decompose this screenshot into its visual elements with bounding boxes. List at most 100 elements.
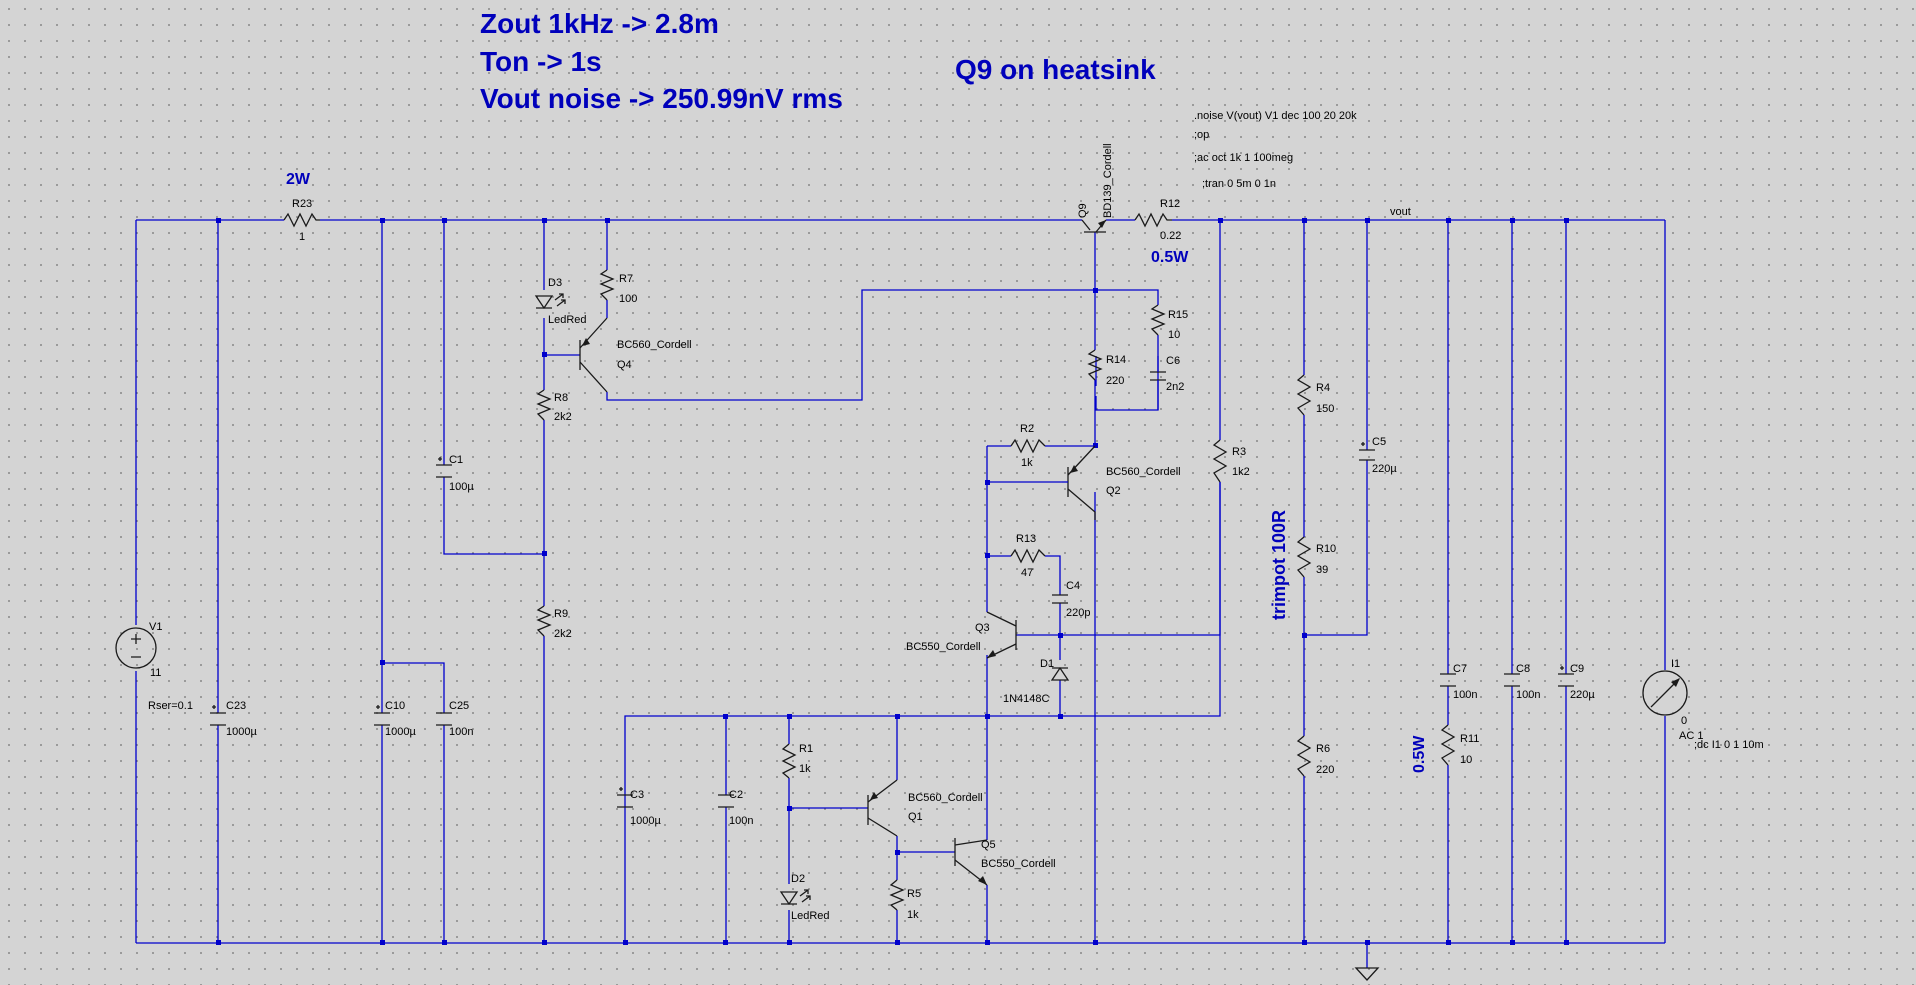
transistor-Q1[interactable]: BC560_Cordell Q1 — [867, 779, 983, 837]
capacitor-C5[interactable]: C5 220µ — [1359, 436, 1397, 475]
R5-value: 1k — [907, 909, 919, 921]
directive-op: ;op — [1194, 129, 1209, 141]
voltage-source-V1[interactable]: V1 11 Rser=0.1 — [115, 621, 193, 712]
note-heatsink: Q9 on heatsink — [955, 54, 1156, 85]
D2-name: D2 — [791, 873, 805, 885]
directive-ac: ;ac oct 1k 1 100meg — [1194, 152, 1293, 164]
C5-value: 220µ — [1372, 463, 1397, 475]
Q3-name: Q3 — [975, 622, 990, 634]
led-D2[interactable]: D2 LedRed — [779, 873, 830, 922]
I1-ac: AC 1 — [1679, 730, 1703, 742]
R15-name: R15 — [1168, 309, 1188, 321]
R9-name: R9 — [554, 608, 568, 620]
directive-noise: .noise V(vout) V1 dec 100 20 20k — [1194, 110, 1357, 122]
C6-value: 2n2 — [1166, 381, 1184, 393]
net-label-vout: vout — [1390, 206, 1411, 218]
C25-value: 100n — [449, 726, 473, 738]
transistor-Q3[interactable]: Q3 BC550_Cordell — [906, 611, 1017, 659]
C9-value: 220µ — [1570, 689, 1595, 701]
current-source-I1[interactable]: I1 0 AC 1 ;dc I1 0 1 10m — [1642, 658, 1764, 751]
capacitor-C7[interactable]: C7 100n — [1440, 663, 1477, 701]
resistor-R10[interactable]: R10 39 — [1296, 536, 1336, 578]
resistor-R4[interactable]: R4 150 — [1296, 374, 1334, 416]
C3-name: C3 — [630, 789, 644, 801]
resistor-R8[interactable]: R8 2k2 — [536, 389, 572, 423]
C2-name: C2 — [729, 789, 743, 801]
capacitor-C23[interactable]: C23 1000µ — [210, 700, 257, 738]
R11-name: R11 — [1460, 733, 1479, 745]
capacitor-C1[interactable]: C1 100µ — [436, 454, 474, 493]
R10-name: R10 — [1316, 543, 1336, 555]
C7-value: 100n — [1453, 689, 1477, 701]
R2-name: R2 — [1020, 423, 1034, 435]
C10-value: 1000µ — [385, 726, 416, 738]
C9-name: C9 — [1570, 663, 1584, 675]
resistor-R1[interactable]: R1 1k — [781, 743, 813, 779]
R1-value: 1k — [799, 763, 811, 775]
C10-name: C10 — [385, 700, 405, 712]
R8-name: R8 — [554, 392, 568, 404]
R12-value: 0.22 — [1160, 230, 1181, 242]
V1-name: V1 — [149, 621, 162, 633]
R14-value: 220 — [1106, 375, 1124, 387]
resistor-R3[interactable]: R3 1k2 — [1212, 439, 1250, 483]
C25-name: C25 — [449, 700, 469, 712]
transistor-Q5[interactable]: Q5 BC550_Cordell — [954, 838, 1056, 886]
R13-value: 47 — [1021, 567, 1033, 579]
R14-name: R14 — [1106, 354, 1126, 366]
C5-name: C5 — [1372, 436, 1386, 448]
power-note-r23: 2W — [286, 171, 311, 188]
capacitor-C4[interactable]: C4 220p — [1052, 580, 1090, 619]
R3-value: 1k2 — [1232, 466, 1250, 478]
V1-value: 11 — [150, 667, 161, 679]
R6-name: R6 — [1316, 743, 1330, 755]
capacitor-C9[interactable]: C9 220µ — [1558, 663, 1595, 701]
transistor-Q4[interactable]: BC560_Cordell Q4 — [579, 317, 692, 393]
R9-value: 2k2 — [554, 628, 572, 640]
transistor-Q2[interactable]: BC560_Cordell Q2 — [1062, 445, 1181, 520]
resistor-R7[interactable]: R7 100 — [599, 269, 637, 305]
R4-value: 150 — [1316, 403, 1334, 415]
diode-D1[interactable]: D1 1N4148C — [1003, 658, 1070, 705]
capacitor-C10[interactable]: C10 1000µ — [374, 700, 416, 738]
resistor-R5[interactable]: R5 1k — [889, 879, 921, 921]
C7-name: C7 — [1453, 663, 1467, 675]
I1-dc-directive: ;dc I1 0 1 10m — [1694, 739, 1764, 751]
I1-name: I1 — [1671, 658, 1680, 670]
R11-value: 10 — [1460, 754, 1472, 766]
R3-name: R3 — [1232, 446, 1246, 458]
capacitor-C25[interactable]: C25 100n — [436, 700, 473, 738]
D2-value: LedRed — [791, 910, 830, 922]
resistor-R15[interactable]: R15 10 — [1150, 304, 1188, 341]
ground-symbol — [1354, 967, 1380, 981]
Q4-value: BC560_Cordell — [617, 339, 692, 351]
spice-directives: .noise V(vout) V1 dec 100 20 20k ;op ;ac… — [1194, 110, 1357, 190]
capacitor-C2[interactable]: C2 100n — [718, 789, 753, 827]
D3-value: LedRed — [548, 314, 587, 326]
capacitor-C8[interactable]: C8 100n — [1504, 663, 1540, 701]
note-noise: Vout noise -> 250.99nV rms — [480, 83, 843, 114]
resistor-R11[interactable]: R11 10 — [1440, 724, 1479, 766]
capacitor-C3[interactable]: C3 1000µ — [617, 787, 661, 827]
R12-name: R12 — [1160, 198, 1180, 210]
C23-value: 1000µ — [226, 726, 257, 738]
resistor-R2[interactable]: R2 1k — [1010, 423, 1046, 469]
Q5-name: Q5 — [981, 839, 996, 851]
resistor-R12[interactable]: R12 0.22 — [1134, 198, 1181, 242]
Q3-value: BC550_Cordell — [906, 641, 981, 653]
resistor-R9[interactable]: R9 2k2 — [536, 605, 572, 640]
resistor-R6[interactable]: R6 220 — [1296, 735, 1334, 777]
C2-value: 100n — [729, 815, 753, 827]
resistor-R13[interactable]: R13 47 — [1010, 533, 1046, 579]
capacitor-C6[interactable]: C6 2n2 — [1150, 355, 1184, 410]
led-D3[interactable]: D3 LedRed — [534, 277, 587, 326]
R2-value: 1k — [1021, 457, 1033, 469]
Q1-value: BC560_Cordell — [908, 792, 983, 804]
C3-value: 1000µ — [630, 815, 661, 827]
resistor-R14[interactable]: R14 220 — [1087, 349, 1126, 387]
resistor-R23[interactable]: R23 1 — [283, 198, 320, 243]
R7-name: R7 — [619, 273, 633, 285]
transistor-Q9[interactable]: Q9 BD139_Cordell — [1077, 143, 1114, 233]
I1-value: 0 — [1681, 715, 1687, 727]
